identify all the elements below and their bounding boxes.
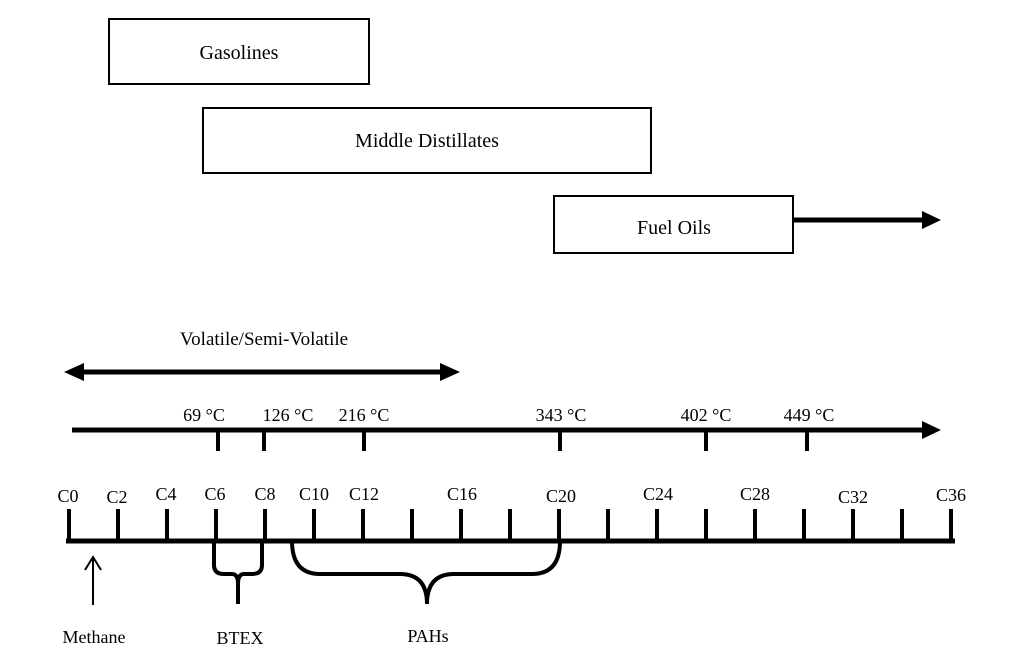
temperature-labels: 69 °C 126 °C 216 °C 343 °C 402 °C 449 °C (183, 405, 834, 425)
btex-label: BTEX (217, 628, 264, 648)
carbon-label: C0 (57, 486, 78, 506)
carbon-labels: C0 C2 C4 C6 C8 C10 C12 C16 C20 C24 C28 C… (57, 484, 966, 507)
temp-label: 126 °C (263, 405, 314, 425)
temp-label: 343 °C (536, 405, 587, 425)
methane-label: Methane (63, 627, 126, 647)
fuel-oils-label: Fuel Oils (637, 217, 711, 239)
temp-label: 216 °C (339, 405, 390, 425)
carbon-label: C32 (838, 487, 868, 507)
carbon-label: C28 (740, 484, 770, 504)
pahs-label: PAHs (407, 626, 448, 646)
carbon-label: C4 (155, 484, 176, 504)
temp-label: 449 °C (784, 405, 835, 425)
btex-bracket (212, 541, 264, 604)
fuel-oils-box: Fuel Oils (553, 195, 794, 254)
carbon-label: C10 (299, 484, 329, 504)
carbon-label: C12 (349, 484, 379, 504)
carbon-label: C16 (447, 484, 477, 504)
gasolines-label: Gasolines (200, 42, 279, 64)
carbon-label: C2 (106, 487, 127, 507)
temperature-axis (72, 421, 941, 439)
carbon-ticks (67, 509, 953, 541)
volatile-double-arrow (64, 363, 460, 381)
fuel-oils-arrow (793, 211, 941, 229)
carbon-label: C20 (546, 486, 576, 506)
methane-up-arrow (84, 555, 102, 605)
temp-label: 69 °C (183, 405, 225, 425)
carbon-label: C24 (643, 484, 673, 504)
gasolines-box: Gasolines (108, 18, 370, 85)
carbon-label: C36 (936, 485, 966, 505)
volatile-label: Volatile/Semi-Volatile (180, 329, 348, 350)
carbon-label: C6 (204, 484, 225, 504)
temp-label: 402 °C (681, 405, 732, 425)
temperature-ticks (216, 430, 809, 451)
middle-distillates-box: Middle Distillates (202, 107, 652, 174)
middle-distillates-label: Middle Distillates (355, 130, 499, 152)
carbon-label: C8 (254, 484, 275, 504)
pahs-bracket (290, 540, 562, 605)
